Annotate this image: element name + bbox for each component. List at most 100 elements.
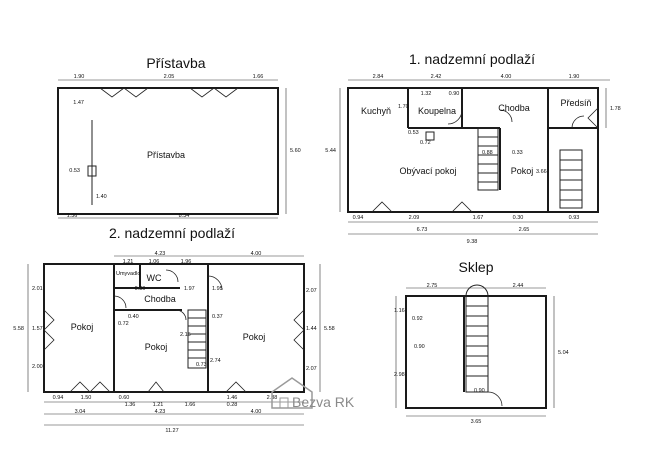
room-label: Předsíň — [560, 98, 591, 108]
house-door-icon — [279, 397, 289, 408]
dim-label: 1.70 — [398, 104, 409, 110]
door-icon — [43, 309, 55, 351]
dim-label: 2.74 — [210, 358, 221, 364]
dim-label: 0.93 — [569, 215, 580, 221]
room-label: Umyvadlo — [116, 271, 140, 277]
dim-label: 1.44 — [306, 326, 317, 332]
dim-label: 1.06 — [149, 259, 160, 265]
room-label: Obývací pokoj — [399, 166, 456, 176]
dim-label: 4.23 — [155, 409, 166, 415]
dim-label: 1.32 — [421, 91, 432, 97]
door-icon — [207, 275, 223, 291]
plan-title-pristavba: Přístavba — [146, 55, 205, 71]
plan-pristavba: Přístavba 1.90 2.05 1.66 1.47 0.53 1.40 … — [57, 55, 301, 219]
dim-label: 0.92 — [412, 316, 423, 322]
dim-label: 11.27 — [165, 428, 178, 434]
dim-label: 9.38 — [467, 239, 478, 245]
dim-label: 4.00 — [501, 74, 512, 80]
room-label: Pokoj — [71, 322, 94, 332]
house-icon — [271, 377, 313, 409]
dim-label: 0.94 — [353, 215, 364, 221]
door-icon — [499, 109, 513, 123]
dim-label: 5.60 — [290, 148, 301, 154]
dim-label: 5.04 — [558, 350, 569, 356]
dim-label: 1.66 — [253, 74, 264, 80]
dim-label: 2.98 — [394, 372, 405, 378]
room-label: WC — [147, 273, 162, 283]
dim-label: 2.01 — [32, 286, 43, 292]
door-icon — [113, 295, 127, 309]
door-icon — [99, 87, 149, 98]
dim-label: 2.05 — [164, 74, 175, 80]
plan-druhe: 2. nadzemní podlaží 4.23 1.21 — [13, 225, 334, 434]
column-marker — [425, 131, 435, 141]
dim-label: 0.53 — [69, 168, 80, 174]
dim-label: 0.80 — [135, 286, 146, 292]
dim-label: 3.66 — [536, 169, 547, 175]
dim-label: 2.07 — [306, 366, 317, 372]
outer-wall — [405, 295, 547, 409]
dim-label: 1.96 — [181, 259, 192, 265]
dim-label: 1.36 — [67, 213, 78, 219]
plan-title-sklep: Sklep — [458, 259, 493, 275]
dim-label: 2.42 — [431, 74, 442, 80]
door-icon — [371, 201, 473, 213]
dim-label: 1.90 — [569, 74, 580, 80]
dim-label: 0.28 — [227, 402, 238, 408]
dim-label: 0.90 — [414, 344, 425, 350]
dim-label: 4.00 — [251, 409, 262, 415]
door-icon — [175, 309, 187, 321]
dim-label: 6.73 — [417, 227, 428, 233]
dim-label: 1.90 — [74, 74, 85, 80]
dim-label: 0.72 — [118, 321, 129, 327]
dim-label: 2.00 — [32, 364, 43, 370]
plan-title-prvni: 1. nadzemní podlaží — [409, 51, 535, 67]
plan-sklep: Sklep 2.75 2.44 1.16 0.92 0.90 2.98 5.04… — [394, 259, 569, 425]
dim-label: 2.09 — [409, 215, 420, 221]
plan-prvni: 1. nadzemní podlaží — [325, 51, 620, 245]
dim-label: 1.78 — [610, 106, 621, 112]
dim-label: 2.15 — [180, 332, 191, 338]
door-icon — [571, 115, 585, 129]
dim-label: 1.47 — [73, 100, 84, 106]
logo-text: Bezva RK — [292, 394, 355, 410]
dim-label: 0.33 — [512, 150, 523, 156]
dim-label: 1.97 — [184, 286, 195, 292]
stairs — [465, 284, 489, 393]
column-marker — [87, 165, 97, 177]
door-icon — [447, 109, 463, 125]
dim-label: 1.40 — [96, 194, 107, 200]
room-label: Kuchyň — [361, 106, 391, 116]
outer-wall — [57, 87, 279, 215]
door-icon — [487, 391, 503, 407]
dim-label: 4.00 — [251, 251, 262, 257]
dim-label: 5.58 — [324, 326, 335, 332]
dim-label: 1.21 — [123, 259, 134, 265]
dim-label: 0.94 — [53, 395, 64, 401]
dim-label: 1.46 — [227, 395, 238, 401]
plan-title-druhe: 2. nadzemní podlaží — [109, 225, 235, 241]
door-icon — [587, 107, 599, 129]
door-icon — [225, 381, 247, 393]
dim-label: 1.50 — [81, 395, 92, 401]
stairs — [187, 309, 207, 369]
dim-label: 1.16 — [394, 308, 405, 314]
room-label: Chodba — [498, 103, 530, 113]
room-label: Pokoj — [511, 166, 534, 176]
dim-label: 1.36 — [125, 402, 136, 408]
door-icon — [147, 381, 165, 393]
dim-label: 0.40 — [128, 314, 139, 320]
outer-wall — [347, 87, 599, 213]
dim-label: 2.84 — [373, 74, 384, 80]
dim-label: 0.73 — [196, 362, 207, 368]
dim-label: 1.95 — [212, 286, 223, 292]
dim-label: 1.67 — [473, 215, 484, 221]
logo: Bezva RK — [271, 377, 355, 410]
dim-label: 2.65 — [519, 227, 530, 233]
dim-label: 2.75 — [427, 283, 438, 289]
dim-label: 0.60 — [119, 395, 130, 401]
dim-label: 0.53 — [408, 130, 419, 136]
door-icon — [293, 309, 305, 351]
dim-label: 1.66 — [185, 402, 196, 408]
